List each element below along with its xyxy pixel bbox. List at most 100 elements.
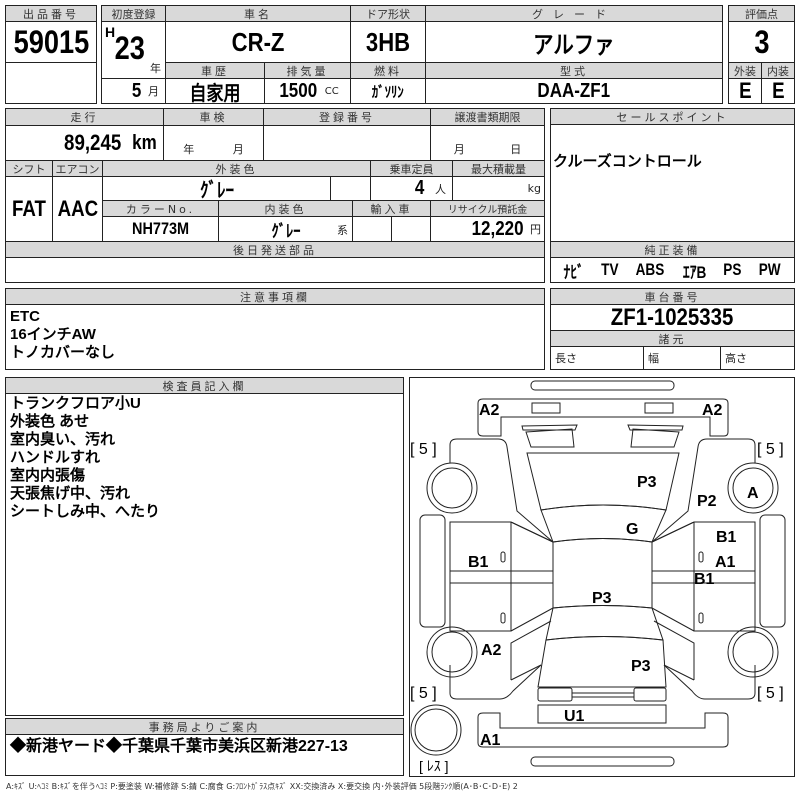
car-name-value: CR-Z bbox=[231, 26, 285, 57]
door-handles bbox=[500, 551, 704, 624]
grade-value: アルファ bbox=[533, 31, 615, 59]
spare-tire: [ ﾚｽ ] bbox=[419, 758, 449, 774]
int-color: ｸﾞﾚｰ系 bbox=[218, 216, 353, 242]
notes: ETC 16インチAW トノカバーなし bbox=[5, 304, 545, 370]
sales-point: クルーズコントロール bbox=[550, 124, 795, 242]
later-parts bbox=[5, 257, 545, 283]
model-value: DAA-ZF1 bbox=[537, 79, 611, 102]
history-value: 自家用 bbox=[189, 82, 241, 104]
rear-fender-left bbox=[449, 620, 552, 700]
rear-window bbox=[545, 605, 664, 641]
inspection: 年月 bbox=[163, 125, 264, 161]
later-parts-label: 後日発送部品 bbox=[5, 241, 545, 258]
equipment-label: 純正装備 bbox=[550, 241, 795, 258]
windshield bbox=[540, 504, 667, 543]
year-unit: 年 bbox=[150, 62, 161, 75]
ext-color-value: ｸﾞﾚｰ bbox=[199, 180, 234, 201]
office-info: ◆新港ヤード◆千葉県千葉市美浜区新港227-13 bbox=[5, 734, 404, 776]
equipment-item: PW bbox=[758, 260, 781, 279]
history-label: 車歴 bbox=[165, 62, 265, 79]
tire-tread: [ 5 ] bbox=[757, 441, 784, 458]
inspector-line: 外装色 あせ bbox=[10, 413, 90, 430]
history: 自家用 bbox=[165, 78, 265, 104]
sales-point-label: セールスポイント bbox=[550, 108, 795, 125]
car-name-label: 車名 bbox=[165, 5, 351, 22]
equipment-item: TV bbox=[600, 260, 619, 279]
trunk-floor bbox=[537, 704, 667, 724]
capacity-label: 乗車定員 bbox=[370, 160, 453, 177]
year-value: 23 bbox=[114, 30, 145, 66]
import-a bbox=[352, 216, 392, 242]
damage-mark: P3 bbox=[592, 590, 612, 607]
int-color-value: ｸﾞﾚｰ bbox=[271, 221, 300, 241]
import-label: 輸入車 bbox=[352, 200, 431, 217]
chassis-label: 車台番号 bbox=[550, 288, 795, 305]
reg-no-label: 登録番号 bbox=[263, 108, 431, 126]
rear-fender-right bbox=[653, 620, 756, 700]
front-fender-right bbox=[651, 438, 756, 543]
sales-point-value: クルーズコントロール bbox=[553, 153, 702, 170]
ext-grade-value: E bbox=[738, 78, 752, 103]
inspector-label: 検査員記入欄 bbox=[5, 377, 404, 394]
equipment-item: ﾅﾋﾞ bbox=[563, 262, 584, 282]
rear-garnish bbox=[572, 692, 634, 698]
damage-mark: A1 bbox=[715, 554, 736, 571]
legend: A:ｷｽﾞ U:ﾍｺﾐ B:ｷｽﾞを伴うﾍｺﾐ P:要塗装 W:補修跡 S:錆 … bbox=[6, 782, 518, 791]
note-line: ETC bbox=[10, 308, 40, 325]
displacement-value: 1500 bbox=[279, 79, 318, 102]
transfer-day-unit: 日 bbox=[510, 143, 522, 156]
headlight-right bbox=[627, 424, 684, 448]
damage-mark: A2 bbox=[481, 642, 502, 659]
equipment: ﾅﾋﾞ TV ABS ｴｱB PS PW bbox=[550, 257, 795, 283]
spec-length-label: 長さ bbox=[555, 352, 577, 365]
side-sill-right bbox=[759, 514, 786, 628]
damage-mark: G bbox=[626, 521, 638, 538]
front-bumper-bar bbox=[530, 380, 675, 391]
damage-mark: A2 bbox=[702, 402, 723, 419]
inspector-notes: トランクフロア小U 外装色 あせ 室内臭い、汚れ ハンドルすれ 室内内張傷 天張… bbox=[5, 393, 404, 716]
inspection-label: 車検 bbox=[163, 108, 264, 126]
lot-empty bbox=[5, 62, 97, 104]
notes-label: 注意事項欄 bbox=[5, 288, 545, 305]
equipment-item: ｴｱB bbox=[683, 262, 707, 282]
damage-mark: P2 bbox=[697, 493, 717, 510]
reg-no bbox=[263, 125, 431, 161]
office-label: 事務局よりご案内 bbox=[5, 718, 404, 735]
displacement-label: 排気量 bbox=[264, 62, 351, 79]
score-value: 3 bbox=[753, 23, 770, 60]
int-grade-label: 内装 bbox=[761, 62, 795, 79]
fuel-label: 燃料 bbox=[350, 62, 426, 79]
car-name: CR-Z bbox=[165, 21, 351, 63]
damage-diagram bbox=[409, 377, 795, 777]
rear-bumper-bar bbox=[530, 756, 675, 767]
taillight-right bbox=[633, 687, 667, 702]
model: DAA-ZF1 bbox=[425, 78, 723, 104]
damage-mark: A1 bbox=[480, 732, 501, 749]
inspector-line: ハンドルすれ bbox=[10, 449, 101, 466]
front-grille-left bbox=[531, 402, 561, 414]
spec-width: 幅 bbox=[643, 346, 721, 370]
aircon: AAC bbox=[52, 176, 103, 242]
ext-color: ｸﾞﾚｰ bbox=[102, 176, 331, 201]
inspector-line: トランクフロア小U bbox=[10, 395, 141, 412]
tire-tread: [ 5 ] bbox=[410, 441, 437, 458]
model-label: 型式 bbox=[425, 62, 723, 79]
inspector-line: 室内内張傷 bbox=[10, 467, 86, 484]
ext-grade: E bbox=[728, 78, 762, 104]
damage-mark: B1 bbox=[468, 554, 489, 571]
import-b bbox=[391, 216, 431, 242]
aircon-label: エアコン bbox=[52, 160, 103, 177]
rear-bumper bbox=[477, 712, 729, 748]
inspection-month-unit: 月 bbox=[232, 143, 244, 156]
damage-mark: U1 bbox=[564, 708, 585, 725]
inspection-year-unit: 年 bbox=[183, 143, 195, 156]
int-color-label: 内装色 bbox=[218, 200, 353, 217]
capacity-value: 4 bbox=[414, 177, 425, 199]
mileage-unit: km bbox=[132, 131, 157, 154]
shift: FAT bbox=[5, 176, 53, 242]
